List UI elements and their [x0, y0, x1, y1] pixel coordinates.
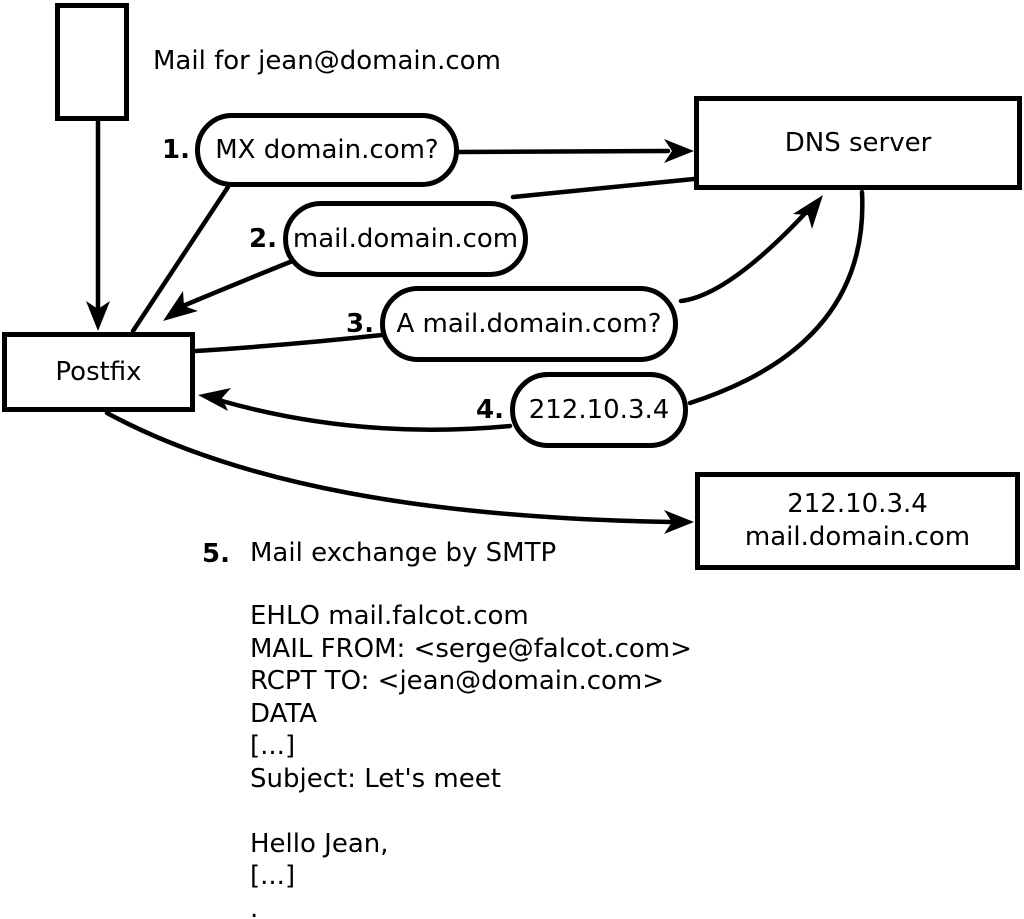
- step-number-4: 4.: [476, 395, 504, 425]
- link-postfix-to-query-mx: [130, 184, 231, 334]
- query-mx-pill: MX domain.com?: [195, 113, 459, 187]
- link-dns-to-answer-mx: [510, 176, 697, 200]
- mail-envelope-box: [55, 3, 129, 121]
- arrow-query-a-to-dns-line: [678, 203, 815, 304]
- step-number-2: 2.: [249, 224, 277, 254]
- step-5-label: Mail exchange by SMTP: [250, 538, 557, 568]
- arrow-answer-mx-to-postfix-line: [175, 255, 303, 311]
- arrow-answer-a-to-postfix-head: [198, 388, 231, 411]
- arrow-envelope-to-postfix-head: [86, 301, 110, 331]
- arrow-postfix-to-target-line: [104, 410, 675, 525]
- arrow-answer-a-to-postfix-line: [219, 398, 513, 432]
- target-server-box: 212.10.3.4 mail.domain.com: [695, 472, 1020, 570]
- arrow-query-mx-to-dns-head: [664, 139, 694, 163]
- smtp-session-text: EHLO mail.falcot.com MAIL FROM: <serge@f…: [250, 601, 692, 919]
- arrow-query-mx-to-dns-line: [455, 148, 671, 155]
- postfix-box: Postfix: [2, 332, 195, 412]
- query-a-pill: A mail.domain.com?: [380, 286, 678, 362]
- target-host: mail.domain.com: [744, 522, 971, 552]
- arrow-answer-mx-to-postfix-head: [163, 291, 198, 321]
- mail-note: Mail for jean@domain.com: [153, 46, 501, 76]
- answer-a-pill: 212.10.3.4: [510, 372, 688, 448]
- dns-server-box: DNS server: [694, 96, 1022, 190]
- arrow-postfix-to-target-head: [664, 510, 694, 534]
- target-ip: 212.10.3.4: [787, 489, 928, 519]
- arrow-query-a-to-dns-head: [793, 195, 823, 229]
- link-postfix-to-query-a: [193, 332, 385, 354]
- answer-mx-pill: mail.domain.com: [283, 201, 528, 277]
- step-number-5: 5.: [202, 539, 230, 569]
- step-number-1: 1.: [162, 135, 190, 165]
- link-dns-to-answer-a: [687, 189, 865, 406]
- step-number-3: 3.: [346, 309, 374, 339]
